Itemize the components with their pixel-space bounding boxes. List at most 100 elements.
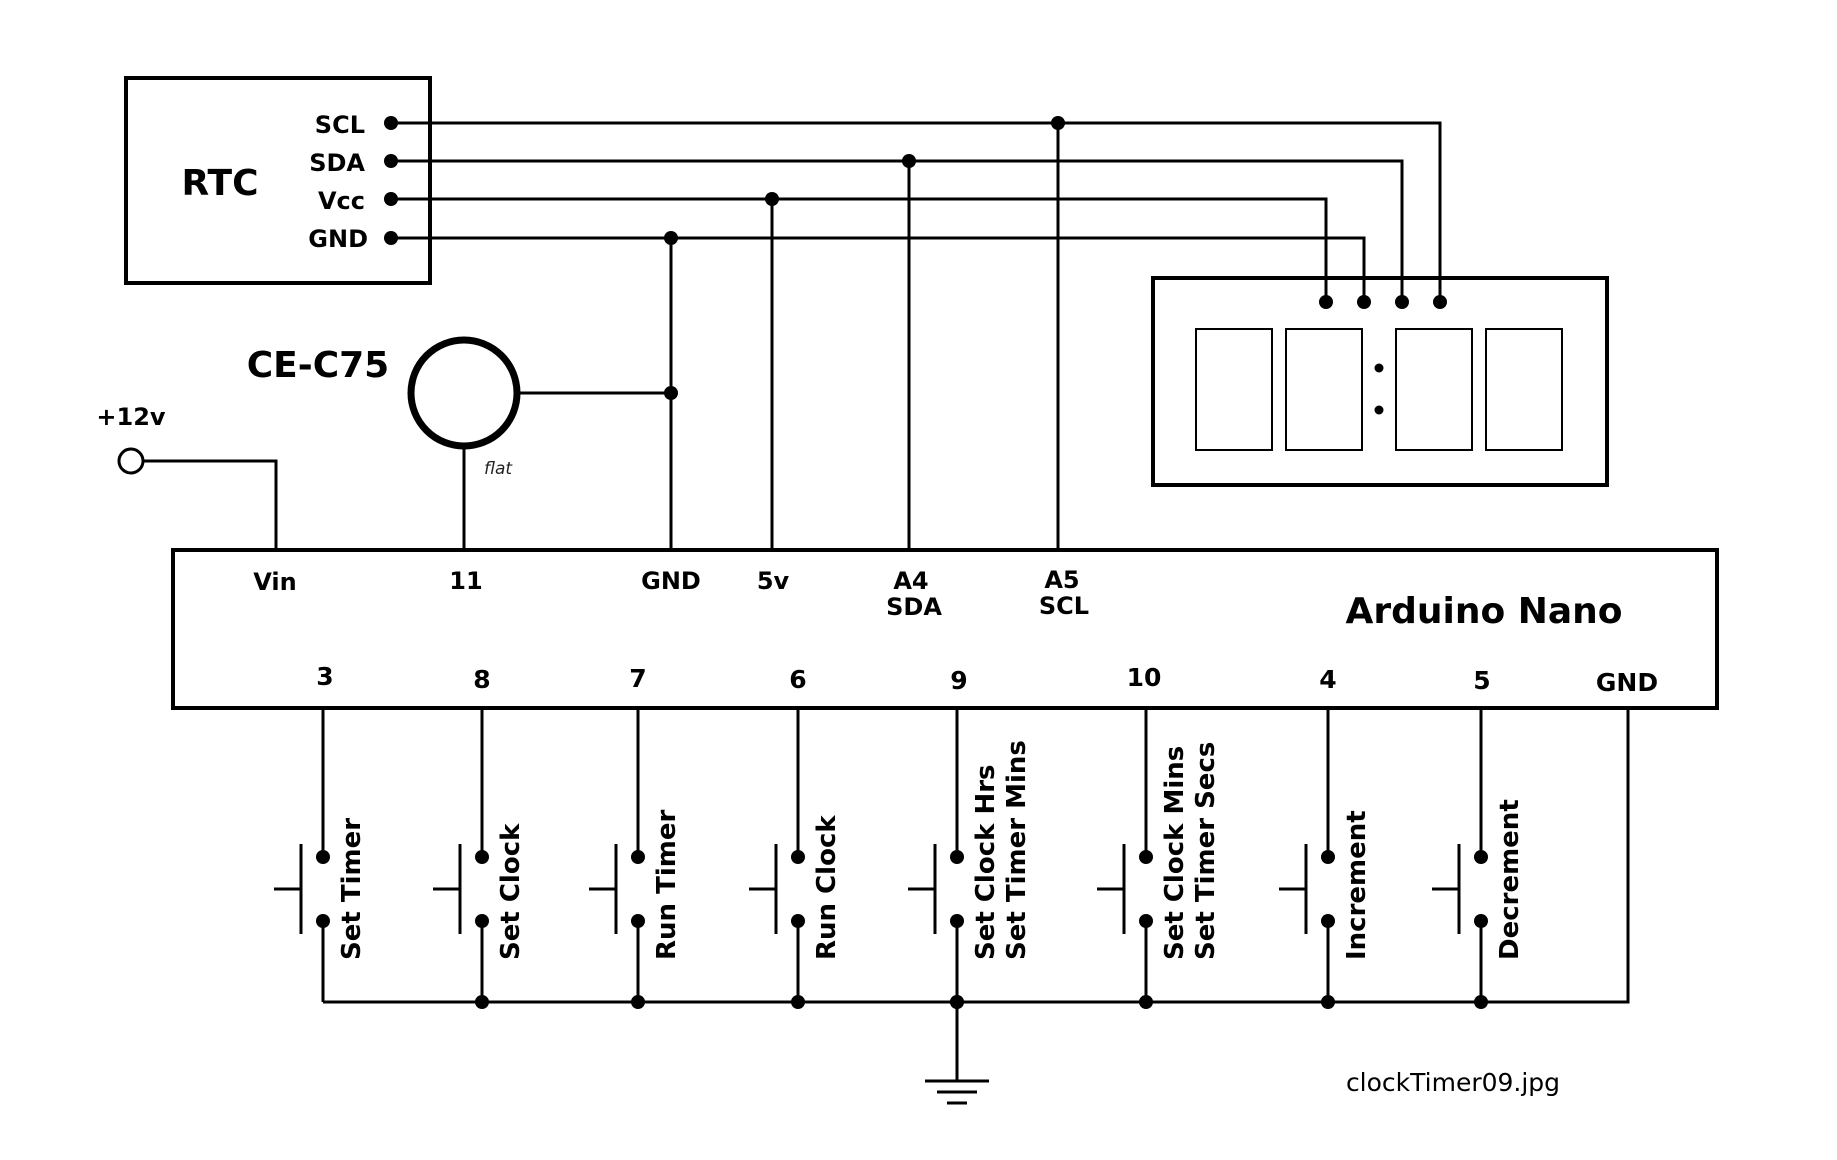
button-set-timer: Set Timer <box>274 710 367 1002</box>
button-run-timer-contact-bottom <box>631 914 645 928</box>
push-buttons: Set Timer Set Clock Run Timer Run Clock Set … <box>274 710 1525 1009</box>
button-set-mins-secs-contact-top <box>1139 850 1153 864</box>
button-set-timer-contact-top <box>316 850 330 864</box>
button-set-clock: Set Clock <box>433 710 526 1009</box>
pin-5-label: 5 <box>1473 666 1490 695</box>
button-decrement-contact-bottom <box>1474 914 1488 928</box>
ce-c75-sensor: CE-C75 flat <box>247 336 678 548</box>
rtc-pin-vcc-label: Vcc <box>318 187 365 215</box>
pin-11-label: 11 <box>449 567 482 595</box>
button-run-timer-contact-top <box>631 850 645 864</box>
pin-a5-sub-label: SCL <box>1039 592 1089 620</box>
digit-4 <box>1485 328 1563 451</box>
button-run-timer: Run Timer <box>589 710 682 1009</box>
vcc-wire <box>391 197 1328 302</box>
i2c-bus-wires <box>384 116 1442 302</box>
seven-segment-display <box>1151 276 1609 487</box>
pin-3-label: 3 <box>316 662 333 691</box>
button-increment: Increment <box>1279 710 1372 1009</box>
pin-gnd-top-label: GND <box>641 567 701 595</box>
button-set-timer-contact-bottom <box>316 914 330 928</box>
arduino-box <box>171 548 1719 710</box>
sensor-flat-note: flat <box>484 459 513 479</box>
button-set-clock-contact-top <box>475 850 489 864</box>
display-pin-vcc <box>1319 295 1333 309</box>
rtc-module: RTC SCL SDA Vcc GND <box>124 76 432 285</box>
button-increment-contact-top <box>1321 850 1335 864</box>
pin-a4-label: A4 <box>893 567 928 595</box>
pin-a4-sub-label: SDA <box>886 593 942 621</box>
button-set-hrs-mins-label-1: Set Clock Hrs <box>971 764 1001 960</box>
ground-junction <box>950 995 964 1009</box>
rtc-scl-terminal <box>384 116 398 130</box>
arduino-top-wires <box>664 116 1065 548</box>
vin-wire <box>143 459 278 548</box>
button-set-hrs-mins-contact-top <box>950 850 964 864</box>
power-label: +12v <box>96 403 166 431</box>
caption: clockTimer09.jpg <box>1346 1068 1560 1097</box>
rtc-pin-gnd-label: GND <box>308 225 368 253</box>
sensor-label: CE-C75 <box>247 345 389 386</box>
arduino-title: Arduino Nano <box>1345 591 1622 632</box>
button-set-hrs-mins-label-2: Set Timer Mins <box>1002 740 1032 960</box>
rtc-pin-sda-label: SDA <box>309 149 365 177</box>
display-pin-gnd <box>1357 295 1371 309</box>
button-set-mins-secs-label-2: Set Timer Secs <box>1191 742 1221 960</box>
display-pin-scl <box>1433 295 1447 309</box>
button-set-mins-secs-contact-bottom <box>1139 914 1153 928</box>
gnd-junction <box>664 231 678 245</box>
button-set-mins-secs-label-1: Set Clock Mins <box>1160 746 1190 960</box>
button-set-clock-contact-bottom <box>475 914 489 928</box>
ground-bus <box>323 710 1630 1105</box>
pin-vin-label: Vin <box>253 568 296 596</box>
pin-a5-label: A5 <box>1044 566 1079 594</box>
pin-6-label: 6 <box>789 665 806 694</box>
digit-2 <box>1285 328 1363 451</box>
button-set-hrs-mins-contact-bottom <box>950 914 964 928</box>
button-decrement-contact-top <box>1474 850 1488 864</box>
common-ground-wire <box>323 710 1630 1004</box>
rtc-box <box>124 76 432 285</box>
button-decrement-label: Decrement <box>1495 799 1525 960</box>
button-run-timer-label: Run Timer <box>652 810 682 960</box>
button-run-clock-contact-bottom <box>791 914 805 928</box>
power-terminal <box>117 447 145 475</box>
button-set-timer-label: Set Timer <box>337 818 367 960</box>
rtc-sda-terminal <box>384 154 398 168</box>
vcc-junction <box>765 192 779 206</box>
sensor-gnd-junction <box>664 386 678 400</box>
pin-7-label: 7 <box>629 664 646 693</box>
power-input: +12v <box>96 403 278 548</box>
pin-8-label: 8 <box>473 665 490 694</box>
sda-wire <box>391 159 1404 302</box>
button-run-clock-label: Run Clock <box>812 815 842 960</box>
sda-junction <box>902 154 916 168</box>
display-pin-sda <box>1395 295 1409 309</box>
button-decrement: Decrement <box>1432 710 1525 1009</box>
sensor-circle <box>407 336 521 450</box>
rtc-pin-scl-label: SCL <box>315 111 365 139</box>
display-box <box>1151 276 1609 487</box>
button-increment-label: Increment <box>1342 810 1372 960</box>
colon-bottom-dot <box>1374 405 1384 415</box>
digit-1 <box>1195 328 1273 451</box>
scl-wire <box>391 121 1442 302</box>
pin-10-label: 10 <box>1127 663 1162 692</box>
button-run-clock-contact-top <box>791 850 805 864</box>
pin-gnd-bottom-label: GND <box>1596 668 1658 697</box>
pin-4-label: 4 <box>1319 665 1336 694</box>
button-run-clock: Run Clock <box>749 710 842 1009</box>
rtc-vcc-terminal <box>384 192 398 206</box>
digit-3 <box>1395 328 1473 451</box>
gnd-wire <box>391 236 1366 302</box>
button-set-clock-label: Set Clock <box>496 823 526 960</box>
scl-junction <box>1051 116 1065 130</box>
pin-5v-label: 5v <box>757 567 790 595</box>
arduino-nano: Arduino Nano Vin 11 GND 5v A4 SDA A5 SCL… <box>171 548 1719 710</box>
button-increment-contact-bottom <box>1321 914 1335 928</box>
colon-top-dot <box>1374 363 1384 373</box>
pin-9-label: 9 <box>950 666 967 695</box>
